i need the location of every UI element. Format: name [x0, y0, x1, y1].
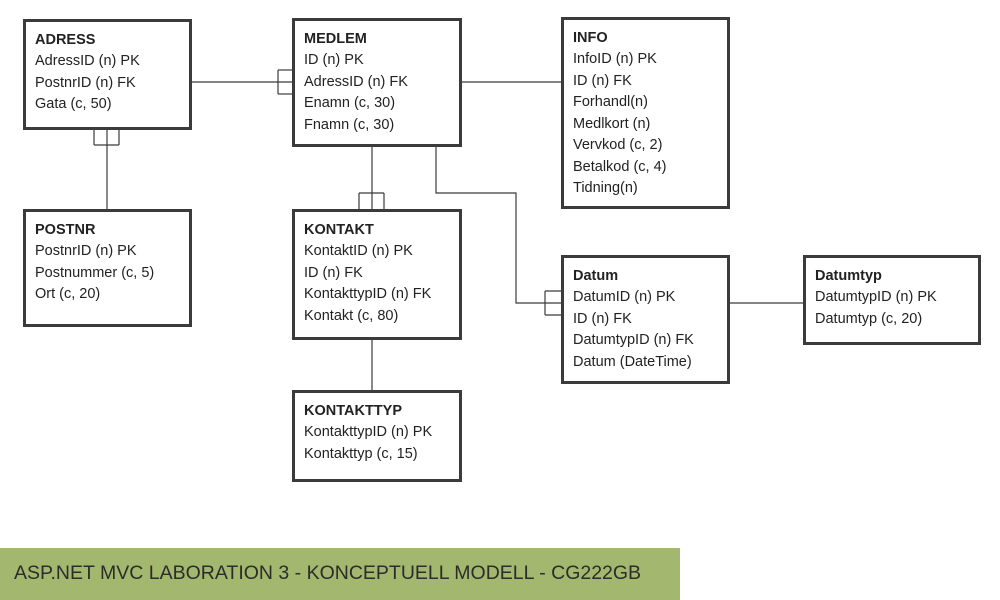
attribute: Kontakt (c, 80) [304, 307, 399, 324]
attribute: Vervkod (c, 2) [573, 137, 663, 153]
attribute: Datumtyp (c, 20) [815, 310, 923, 327]
relationship-medlem-datum [435, 145, 563, 316]
entity-title: MEDLEM [304, 31, 367, 47]
attribute: Betalkod (c, 4) [573, 158, 667, 175]
entity-info: INFO InfoID (n) PK ID (n) FK Forhandl(n)… [561, 17, 730, 209]
attribute-list: KontakttypID (n) PK Kontakttyp (c, 15) [304, 422, 459, 465]
attribute: Datum (DateTime) [573, 353, 692, 370]
entity-title: Datumtyp [815, 268, 882, 284]
entity-title: ADRESS [35, 32, 96, 48]
attribute: Postnummer (c, 5) [35, 264, 155, 281]
entity-datumtyp: Datumtyp DatumtypID (n) PK Datumtyp (c, … [803, 255, 981, 345]
attribute-list: DatumtypID (n) PK Datumtyp (c, 20) [815, 287, 978, 330]
entity-title: INFO [573, 30, 608, 46]
entity-title: Datum [573, 268, 619, 284]
entity-kontakt: KONTAKT KontaktID (n) PK ID (n) FK Konta… [292, 209, 462, 340]
attribute-list: InfoID (n) PK ID (n) FK Forhandl(n) Medl… [573, 49, 727, 200]
relationship-adress-medlem [190, 69, 294, 95]
entity-title: KONTAKT [304, 222, 374, 238]
attribute-list: PostnrID (n) PK Postnummer (c, 5) Ort (c… [35, 241, 189, 306]
attribute: Medlkort (n) [573, 115, 651, 132]
entity-title: POSTNR [35, 222, 96, 238]
attribute-list: DatumID (n) PK ID (n) FK DatumtypID (n) … [573, 287, 727, 373]
attribute: AdressID (n) PK [35, 53, 140, 69]
attribute-list: AdressID (n) PK PostnrID (n) FK Gata (c,… [35, 51, 189, 116]
attribute: Gata (c, 50) [35, 96, 112, 112]
attribute: ID (n) FK [573, 310, 632, 327]
attribute: AdressID (n) FK [304, 73, 408, 90]
attribute: KontaktID (n) PK [304, 243, 413, 259]
attribute: Kontakttyp (c, 15) [304, 445, 418, 462]
attribute: ID (n) FK [304, 264, 363, 281]
attribute: Fnamn (c, 30) [304, 116, 395, 133]
entity-kontakttyp: KONTAKTTYP KontakttypID (n) PK Kontaktty… [292, 390, 462, 482]
entity-datum: Datum DatumID (n) PK ID (n) FK DatumtypI… [561, 255, 730, 384]
attribute: ID (n) PK [304, 52, 364, 68]
attribute: KontakttypID (n) PK [304, 424, 433, 440]
attribute: PostnrID (n) PK [35, 243, 137, 259]
footer-title: ASP.NET MVC LABORATION 3 - KONCEPTUELL M… [14, 562, 642, 584]
attribute: DatumID (n) PK [573, 289, 676, 305]
attribute: ID (n) FK [573, 72, 632, 89]
relationship-medlem-kontakt [358, 145, 385, 211]
attribute-list: KontaktID (n) PK ID (n) FK KontakttypID … [304, 241, 459, 327]
entity-title: KONTAKTTYP [304, 403, 403, 419]
attribute: InfoID (n) PK [573, 51, 657, 67]
attribute: PostnrID (n) FK [35, 74, 136, 91]
entity-medlem: MEDLEM ID (n) PK AdressID (n) FK Enamn (… [292, 18, 462, 147]
attribute: Ort (c, 20) [35, 286, 101, 302]
attribute: DatumtypID (n) PK [815, 289, 937, 305]
footer-band: ASP.NET MVC LABORATION 3 - KONCEPTUELL M… [0, 548, 680, 600]
attribute-list: ID (n) PK AdressID (n) FK Enamn (c, 30) … [304, 50, 459, 136]
attribute: DatumtypID (n) FK [573, 332, 694, 348]
attribute: Tidning(n) [573, 180, 638, 196]
attribute: Forhandl(n) [573, 94, 648, 110]
entity-adress: ADRESS AdressID (n) PK PostnrID (n) FK G… [23, 19, 192, 130]
attribute: Enamn (c, 30) [304, 95, 396, 111]
attribute: KontakttypID (n) FK [304, 286, 432, 302]
entity-postnr: POSTNR PostnrID (n) PK Postnummer (c, 5)… [23, 209, 192, 327]
relationship-adress-postnr [93, 128, 120, 211]
